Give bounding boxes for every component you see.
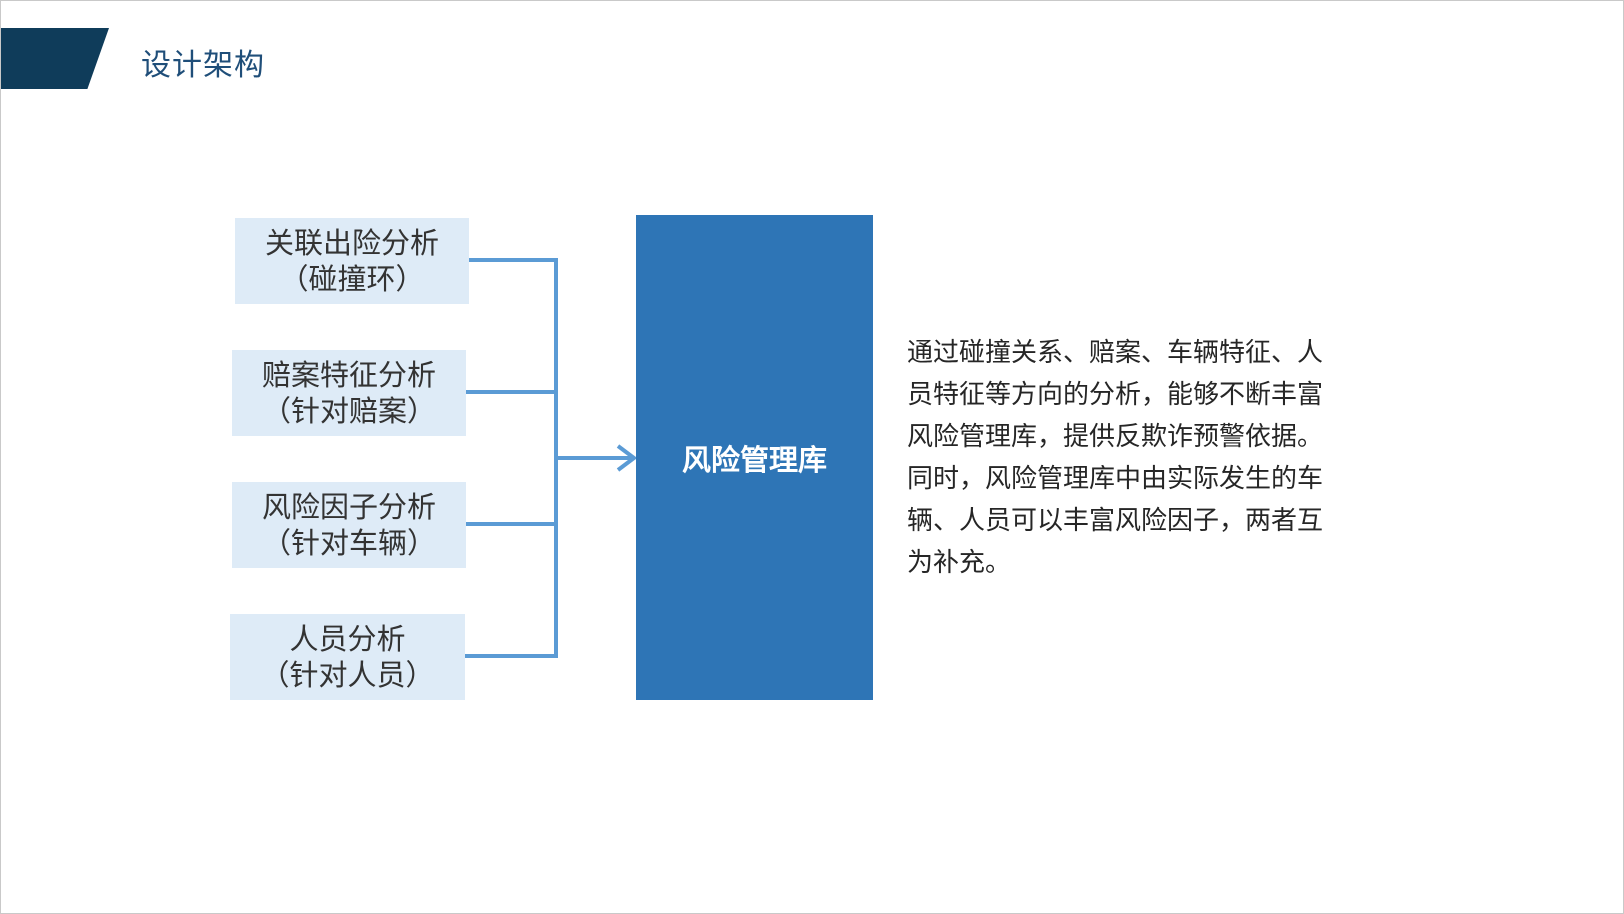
source-label: 人员分析: [289, 622, 406, 656]
source-label: 风险因子分析: [261, 490, 436, 524]
source-box-risk-factor: 风险因子分析 （针对车辆）: [232, 482, 466, 568]
header-accent-tab: [1, 28, 109, 89]
source-box-claims: 赔案特征分析 （针对赔案）: [232, 350, 466, 436]
slide-title: 设计架构: [141, 48, 265, 83]
source-sublabel: （针对赔案）: [261, 394, 436, 428]
description-text: 通过碰撞关系、赔案、车辆特征、人员特征等方向的分析，能够不断丰富风险管理库，提供…: [907, 338, 1324, 578]
source-box-collision: 关联出险分析 （碰撞环）: [235, 218, 469, 304]
source-box-personnel: 人员分析 （针对人员）: [230, 614, 465, 700]
risk-library-box: 风险管理库: [636, 215, 873, 700]
source-label: 赔案特征分析: [261, 358, 436, 392]
source-sublabel: （针对车辆）: [261, 526, 436, 560]
risk-library-label: 风险管理库: [681, 442, 827, 477]
source-sublabel: （针对人员）: [260, 658, 435, 692]
arrowhead-icon: [616, 444, 638, 472]
source-label: 关联出险分析: [264, 226, 439, 260]
source-sublabel: （碰撞环）: [279, 262, 425, 296]
